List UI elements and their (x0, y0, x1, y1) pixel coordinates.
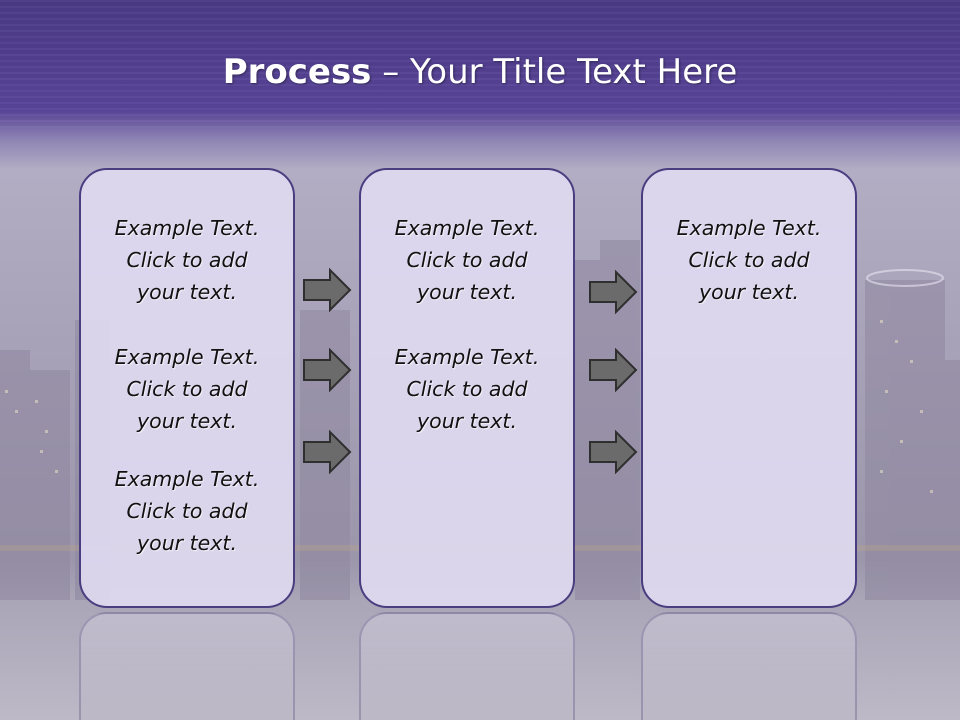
header-band (0, 0, 960, 128)
text-line: Example Text. (114, 216, 260, 240)
box-reflection (79, 612, 295, 720)
title-bold: Process (222, 52, 372, 92)
right-arrow-icon (303, 430, 352, 474)
right-arrow-icon (303, 348, 352, 392)
slide-title[interactable]: Process – Your Title Text Here (0, 52, 960, 92)
text-line: your text. (137, 531, 237, 555)
right-arrow-icon (303, 268, 352, 312)
box-reflection (359, 612, 575, 720)
process-box-2[interactable]: Example Text. Click to add your text. Ex… (359, 168, 575, 608)
right-arrow-icon (589, 348, 638, 392)
text-block[interactable]: Example Text. Click to add your text. (81, 212, 293, 308)
text-line: Example Text. (676, 216, 822, 240)
text-block[interactable]: Example Text. Click to add your text. (361, 341, 573, 437)
right-arrow-icon (589, 430, 638, 474)
text-line: Click to add (406, 377, 528, 401)
text-block[interactable]: Example Text. Click to add your text. (643, 212, 855, 308)
text-block[interactable]: Example Text. Click to add your text. (361, 212, 573, 308)
text-line: Click to add (126, 248, 248, 272)
process-box-1[interactable]: Example Text. Click to add your text. Ex… (79, 168, 295, 608)
text-line: your text. (417, 280, 517, 304)
text-line: Click to add (688, 248, 810, 272)
text-line: Example Text. (394, 345, 540, 369)
text-line: your text. (137, 409, 237, 433)
text-line: Click to add (126, 377, 248, 401)
text-line: Example Text. (114, 345, 260, 369)
title-rest: – Your Title Text Here (371, 52, 738, 92)
text-line: your text. (417, 409, 517, 433)
text-line: Click to add (126, 499, 248, 523)
right-arrow-icon (589, 270, 638, 314)
text-line: your text. (137, 280, 237, 304)
text-line: Example Text. (394, 216, 540, 240)
text-line: your text. (699, 280, 799, 304)
text-line: Example Text. (114, 467, 260, 491)
text-block[interactable]: Example Text. Click to add your text. (81, 463, 293, 559)
process-box-3[interactable]: Example Text. Click to add your text. (641, 168, 857, 608)
text-line: Click to add (406, 248, 528, 272)
text-block[interactable]: Example Text. Click to add your text. (81, 341, 293, 437)
box-reflection (641, 612, 857, 720)
